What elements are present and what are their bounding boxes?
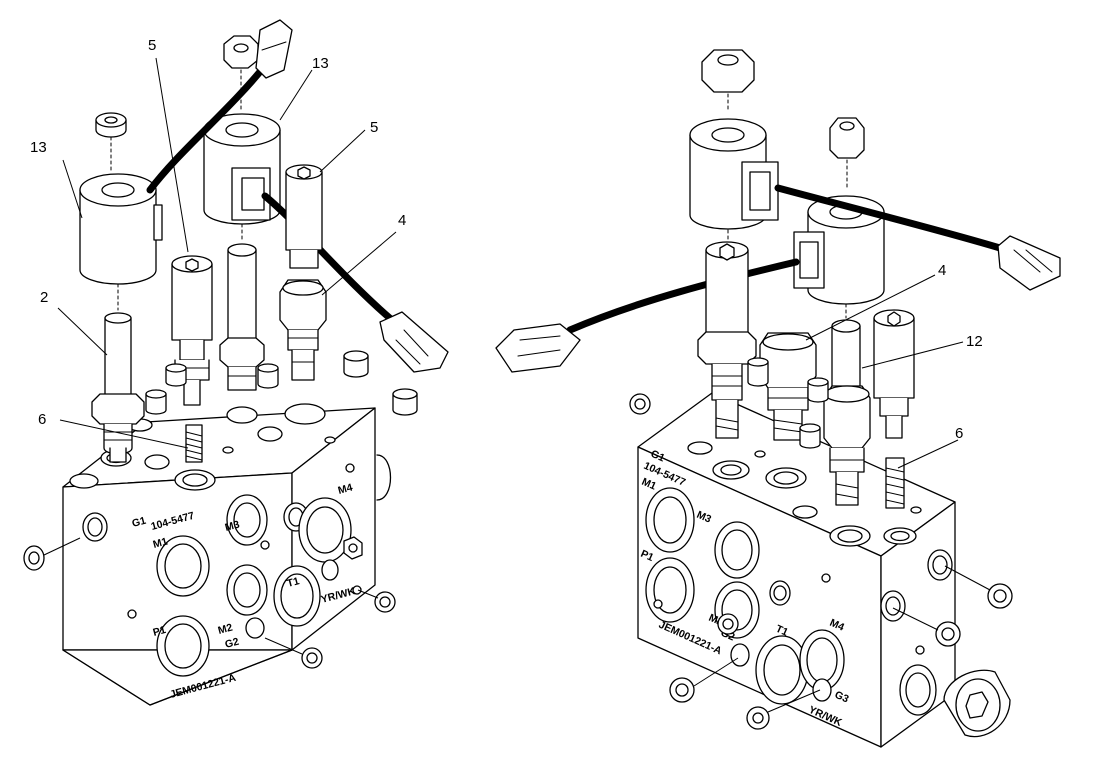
port-label-g2: G2 [224, 636, 241, 651]
right-coil-nut-b [829, 117, 865, 189]
right-solenoid-coil-b [793, 195, 885, 305]
left-assembly: G1 104-5477 M1 M3 M4 P1 M2 G2 T1 YR/WK J… [23, 19, 449, 706]
right-top-plugs [629, 357, 829, 449]
right-spring-orifice-6 [885, 457, 905, 509]
left-coil-nut-b [223, 35, 259, 111]
callout-2-left: 2 [40, 289, 48, 306]
right-cartridge-stem [697, 229, 757, 439]
port-label-g1: G1 [131, 515, 148, 530]
right-connector-a [997, 235, 1061, 291]
right-connector-b [495, 323, 581, 373]
left-top-plugs [145, 350, 418, 416]
right-loose-plugs [669, 565, 1013, 738]
callout-13-left-a: 13 [30, 139, 47, 156]
left-solenoid-coil-b [203, 113, 281, 225]
left-cartridge-valve-2 [91, 283, 145, 463]
port-label-m3: M3 [695, 509, 713, 526]
right-relief-valve-12 [873, 309, 915, 439]
right-solenoid-coil-a [689, 118, 779, 230]
left-solenoid-stem [219, 223, 265, 391]
port-label-m1: M1 [152, 535, 169, 550]
left-solenoid-coil-a [79, 173, 163, 285]
callout-5-left-a: 5 [148, 37, 156, 54]
left-spring-orifice-6 [185, 424, 203, 463]
left-relief-valve-5a [171, 255, 213, 406]
left-leader-lines [57, 57, 397, 449]
left-coil-nut-a [95, 112, 127, 173]
right-callouts: 4 12 6 [938, 262, 983, 442]
port-label-t1: T1 [286, 575, 301, 590]
port-label-m4: M4 [337, 481, 354, 496]
port-label-m1: M1 [640, 476, 658, 493]
callout-6-right: 6 [955, 425, 963, 442]
right-assembly: G1 104-5477 M1 M3 P1 M2 G2 T1 M4 G3 YR/W… [495, 49, 1061, 748]
port-label-m4: M4 [828, 617, 846, 634]
left-connector-lower [379, 311, 449, 373]
right-manifold-block [637, 392, 956, 748]
right-wire-harnesses [566, 184, 1004, 334]
port-label-p1: P1 [152, 624, 168, 639]
port-label-t1: T1 [774, 623, 790, 639]
port-label-p1: P1 [639, 548, 656, 564]
callout-4-left: 4 [398, 212, 406, 229]
port-label-g3: G3 [833, 689, 851, 706]
left-callouts: 13 5 13 5 4 2 6 [30, 37, 406, 428]
left-check-valve-4 [279, 279, 327, 381]
left-loose-plugs [23, 537, 396, 669]
left-manifold-block [62, 403, 391, 706]
port-label-m3: M3 [224, 518, 241, 533]
callout-6-left: 6 [38, 411, 46, 428]
callout-5-left-b: 5 [370, 119, 378, 136]
left-connector-upper [255, 19, 293, 79]
right-check-valve-4a [759, 332, 817, 441]
right-coil-nut-a [701, 49, 755, 111]
port-label-g1: G1 [649, 448, 667, 465]
left-wire-harnesses [146, 58, 396, 324]
callout-13-left-b: 13 [312, 55, 329, 72]
callout-4-right: 4 [938, 262, 946, 279]
left-relief-valve-5b [285, 164, 323, 269]
callout-12-right: 12 [966, 333, 983, 350]
port-label-m2: M2 [217, 621, 234, 636]
right-leader-lines [805, 274, 964, 469]
